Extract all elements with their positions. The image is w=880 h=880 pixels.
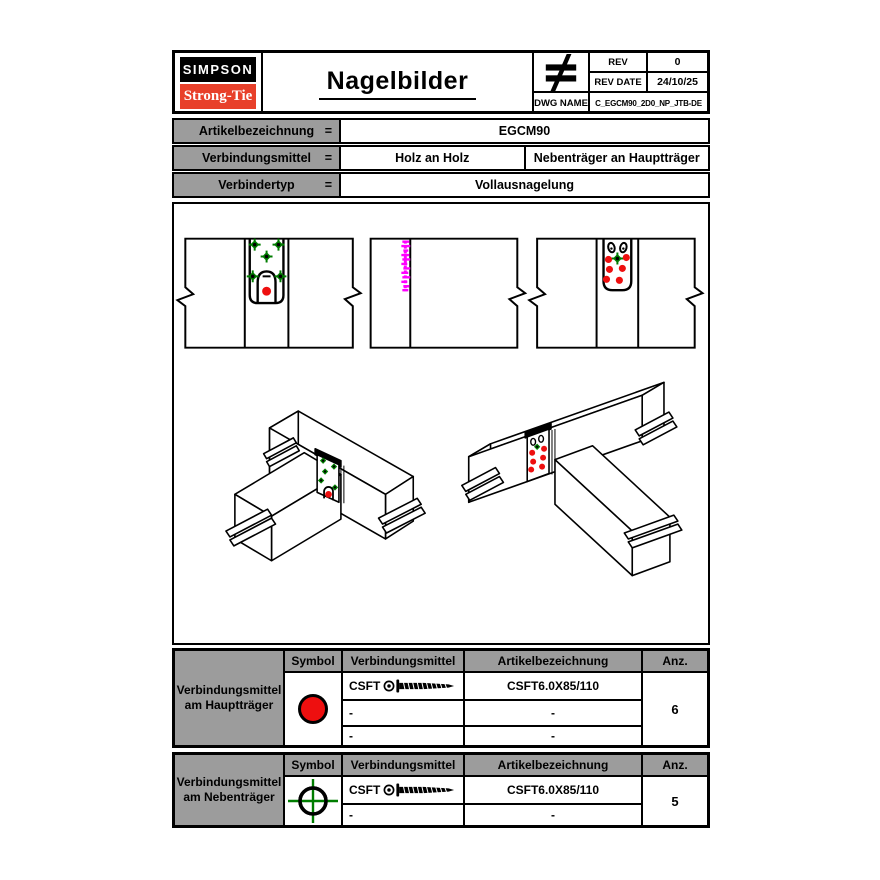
- symbol-cell: [285, 777, 341, 825]
- fastener-type-cell: CSFT: [341, 673, 463, 699]
- view-3d-front: [225, 410, 426, 562]
- rev-date-value: 24/10/25: [648, 73, 707, 93]
- info-label: Artikelbezeichnung =: [174, 120, 341, 142]
- info-label-text: Verbindungsmittel: [201, 151, 312, 165]
- column-header-artikelbezeichnung: Artikelbezeichnung: [463, 651, 641, 673]
- info-label: Verbindertyp =: [174, 174, 341, 196]
- article-cell: CSFT6.0X85/110: [463, 673, 641, 699]
- fastener-type-label: CSFT: [349, 783, 381, 797]
- table-row-label: Verbindungsmittel am Hauptträger: [175, 651, 285, 745]
- red-circle-symbol: [298, 694, 328, 724]
- info-row-verbindungsmittel: Verbindungsmittel = Holz an Holz Nebentr…: [172, 145, 710, 171]
- fastener-type-cell: -: [341, 699, 463, 725]
- column-header-anzahl: Anz.: [641, 651, 707, 673]
- info-row-artikelbezeichnung: Artikelbezeichnung = EGCM90: [172, 118, 710, 144]
- article-cell: -: [463, 699, 641, 725]
- connector-outline-front: [248, 238, 285, 305]
- green-fastener-marker-rear: [611, 252, 624, 265]
- title-block: SIMPSON Strong-Tie Nagelbilder REV 0 REV…: [172, 50, 710, 114]
- article-cell: -: [463, 725, 641, 745]
- fastener-type-cell: -: [341, 725, 463, 745]
- column-header-artikelbezeichnung: Artikelbezeichnung: [463, 755, 641, 777]
- green-fastener-markers-front: [246, 238, 287, 283]
- dwg-name-label: DWG NAME: [534, 93, 590, 113]
- anzahl-cell: 6: [641, 673, 707, 745]
- view-2d-side: [369, 237, 528, 349]
- fastener-table-haupttraeger: Verbindungsmittel am Hauptträger Symbol …: [172, 648, 710, 748]
- fastener-type-label: CSFT: [349, 679, 381, 693]
- rev-label: REV: [590, 53, 648, 73]
- verbindungsmittel-value-2: Nebenträger an Hauptträger: [523, 147, 709, 169]
- column-header-anzahl: Anz.: [641, 755, 707, 777]
- view-2d-front: [175, 237, 363, 349]
- equals-sign: =: [324, 178, 332, 192]
- symbol-cell: [285, 673, 341, 745]
- equals-sign: =: [324, 124, 332, 138]
- view-2d-rear: [527, 237, 705, 349]
- info-label: Verbindungsmittel =: [174, 147, 341, 169]
- simpson-strongtie-logo: SIMPSON Strong-Tie: [175, 53, 263, 113]
- table-row-label: Verbindungsmittel am Nebenträger: [175, 755, 285, 825]
- page-title: Nagelbilder: [318, 67, 477, 100]
- fastener-type-cell: -: [341, 803, 463, 825]
- fastener-type-cell: CSFT: [341, 777, 463, 803]
- verbindungsmittel-value-1: Holz an Holz: [395, 151, 470, 165]
- article-info-table: Artikelbezeichnung = EGCM90 Verbindungsm…: [172, 118, 710, 198]
- screw-icon: [383, 783, 455, 797]
- connector-outline-rear: [602, 238, 633, 292]
- article-cell: CSFT6.0X85/110: [463, 777, 641, 803]
- column-header-symbol: Symbol: [285, 755, 341, 777]
- rev-value: 0: [648, 53, 707, 73]
- column-header-verbindungsmittel: Verbindungsmittel: [341, 651, 463, 673]
- artikelbezeichnung-value: EGCM90: [498, 124, 551, 138]
- equals-sign: =: [324, 151, 332, 165]
- anzahl-cell: 5: [641, 777, 707, 825]
- rev-date-label: REV DATE: [590, 73, 648, 93]
- green-crosshair-circle-symbol: [288, 779, 338, 823]
- info-label-text: Verbindertyp: [218, 178, 295, 192]
- drawing-sheet: SIMPSON Strong-Tie Nagelbilder REV 0 REV…: [172, 50, 710, 828]
- column-header-verbindungsmittel: Verbindungsmittel: [341, 755, 463, 777]
- sheet-title-cell: Nagelbilder: [263, 53, 532, 113]
- drawing-area: [172, 202, 710, 645]
- logo-strongtie-text: Strong-Tie: [180, 84, 256, 109]
- info-label-text: Artikelbezeichnung: [198, 124, 315, 138]
- not-equal-icon: [534, 53, 590, 93]
- red-fastener-marker-front: [262, 286, 272, 296]
- article-cell: -: [463, 803, 641, 825]
- revision-block: REV 0 REV DATE 24/10/25 DWG NAME C_EGCM9…: [532, 53, 707, 113]
- magenta-fastener-section: [401, 240, 411, 292]
- fastener-table-nebentraeger: Verbindungsmittel am Nebenträger Symbol …: [172, 752, 710, 828]
- column-header-symbol: Symbol: [285, 651, 341, 673]
- logo-simpson-text: SIMPSON: [180, 57, 256, 82]
- dwg-name-value: C_EGCM90_2D0_NP_JTB-DE: [595, 98, 702, 108]
- nail-pattern-drawings: [175, 237, 705, 577]
- verbindertyp-value: Vollausnagelung: [474, 178, 575, 192]
- red-fastener-markers-rear: [602, 253, 630, 284]
- info-row-verbindertyp: Verbindertyp = Vollausnagelung: [172, 172, 710, 198]
- view-3d-back: [461, 381, 683, 577]
- screw-icon: [383, 679, 455, 693]
